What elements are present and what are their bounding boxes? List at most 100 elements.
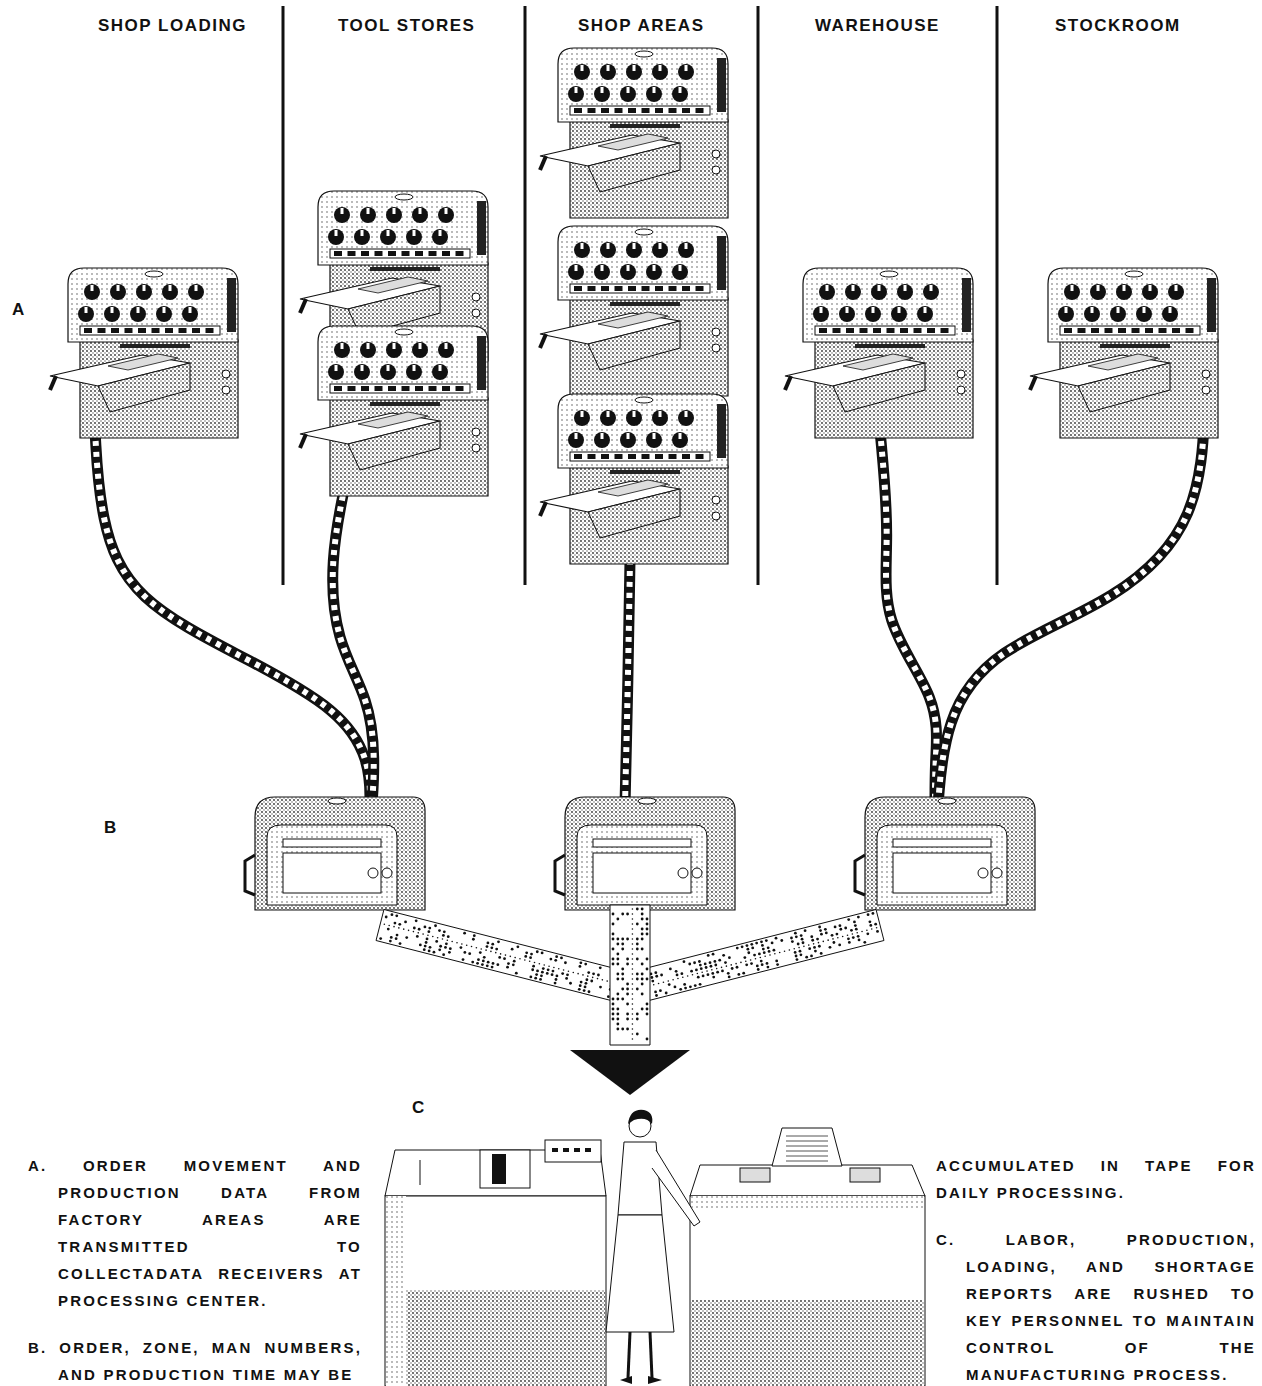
punched-tape-part xyxy=(848,941,851,944)
punched-tape-part xyxy=(874,923,877,926)
punched-tape-part xyxy=(683,960,686,963)
punched-tape-part xyxy=(578,988,581,991)
punched-tape-part xyxy=(714,964,717,967)
receiver-unit-part xyxy=(978,868,988,878)
receiver-unit-part xyxy=(382,868,392,878)
transmitter-unit-part xyxy=(652,410,668,426)
transmitter-unit-part xyxy=(386,342,402,358)
transmitter-unit xyxy=(1030,268,1218,438)
punched-tape-part xyxy=(445,942,448,945)
punched-tape-part xyxy=(632,993,634,995)
transmitter-unit-part xyxy=(615,454,623,459)
punched-tape-part xyxy=(583,989,586,992)
punched-tape-part xyxy=(834,925,837,928)
transmitter-unit-part xyxy=(601,433,604,439)
transmitter-unit-part xyxy=(568,432,584,448)
transmitter-unit-part xyxy=(439,365,442,371)
column-header: WAREHOUSE xyxy=(815,16,940,36)
punched-tape-part xyxy=(758,952,761,955)
punched-tape-part xyxy=(616,978,619,981)
punched-tape-part xyxy=(839,924,842,927)
punched-tape-part xyxy=(626,958,629,961)
punched-tape-part xyxy=(419,943,422,946)
punched-tape-part xyxy=(442,953,445,956)
receiver-unit-part xyxy=(865,797,1035,910)
punched-tape-part xyxy=(746,944,749,947)
cable-part xyxy=(333,485,374,805)
punched-tape-part xyxy=(530,953,533,956)
punched-tape-part xyxy=(636,973,639,976)
transmitter-unit-part xyxy=(588,108,596,113)
transmitter-unit-part xyxy=(615,108,623,113)
punched-tape-part xyxy=(774,953,776,955)
punched-tape-part xyxy=(641,963,644,966)
transmitter-unit-part xyxy=(679,265,682,271)
transmitter-unit-part xyxy=(354,229,370,245)
punched-tape-part xyxy=(483,956,486,959)
punched-tape-part xyxy=(415,919,418,922)
punched-tape-part xyxy=(653,984,655,986)
punched-tape-part xyxy=(480,948,482,950)
transmitter-unit-part xyxy=(432,364,448,380)
transmitter-unit-part xyxy=(402,386,410,391)
callout-letter: C xyxy=(412,1098,424,1118)
transmitter-unit-part xyxy=(610,302,680,306)
transmitter-unit-part xyxy=(678,242,694,258)
punched-tape-part xyxy=(554,959,557,962)
transmitter-unit-part xyxy=(540,156,546,170)
transmitter-unit-part xyxy=(393,343,396,349)
punched-tape-part xyxy=(750,959,752,961)
transmitter-unit-part xyxy=(598,480,668,496)
punched-tape-part xyxy=(869,924,872,927)
punched-tape-part xyxy=(780,939,783,942)
punched-tape-part xyxy=(439,945,442,948)
caption-text: C. LABOR, PRODUCTION, LOADING, AND SHORT… xyxy=(936,1226,1256,1386)
punched-tape-part xyxy=(683,983,686,986)
transmitter-unit-part xyxy=(195,285,198,291)
transmitter-unit-part xyxy=(1145,328,1153,333)
punched-tape-part xyxy=(740,962,742,964)
punched-tape-part xyxy=(391,913,394,916)
punched-tape-part xyxy=(497,940,500,943)
punched-tape-part xyxy=(569,982,572,985)
processing-center-part xyxy=(786,1141,828,1142)
punched-tape-part xyxy=(690,970,693,973)
punched-tape-part xyxy=(495,948,498,951)
punched-tape-part xyxy=(592,972,595,975)
transmitter-unit-part xyxy=(445,208,448,214)
punched-tape-part xyxy=(632,918,634,920)
punched-tape-part xyxy=(472,938,475,941)
transmitter-unit-part xyxy=(659,65,662,71)
transmitter-unit-part xyxy=(1123,285,1126,291)
receiver-unit-part xyxy=(692,868,702,878)
punched-tape-part xyxy=(641,983,644,986)
punched-tape-part xyxy=(612,1003,615,1006)
punched-tape-part xyxy=(646,958,649,961)
punched-tape-part xyxy=(824,928,827,931)
transmitter-unit-part xyxy=(598,312,668,328)
transmitter-unit-part xyxy=(574,410,590,426)
transmitter-unit-part xyxy=(574,286,582,291)
processing-center-part xyxy=(480,1150,530,1188)
punched-tape-part xyxy=(847,934,849,936)
punched-tape-part xyxy=(820,952,823,955)
punched-tape-part xyxy=(641,993,644,996)
transmitter-unit-part xyxy=(300,299,306,313)
punched-tape-part xyxy=(707,954,710,957)
punched-tape-part xyxy=(816,938,819,941)
punched-tape-part xyxy=(626,993,629,996)
transmitter-unit-part xyxy=(1207,278,1216,332)
punched-tape-part xyxy=(700,967,703,970)
punched-tape-part xyxy=(558,968,560,970)
punched-tape-part xyxy=(705,966,708,969)
punched-tape-part xyxy=(710,965,713,968)
receiver-unit-part xyxy=(368,868,378,878)
transmitter-unit-part xyxy=(393,208,396,214)
punched-tape-part xyxy=(689,985,692,988)
punched-tape-part xyxy=(876,927,878,929)
punched-tape-part xyxy=(850,929,853,932)
punched-tape-part xyxy=(820,933,823,936)
transmitter-unit-part xyxy=(601,87,604,93)
transmitter-unit-part xyxy=(1202,386,1210,394)
punched-tape-part xyxy=(621,943,624,946)
